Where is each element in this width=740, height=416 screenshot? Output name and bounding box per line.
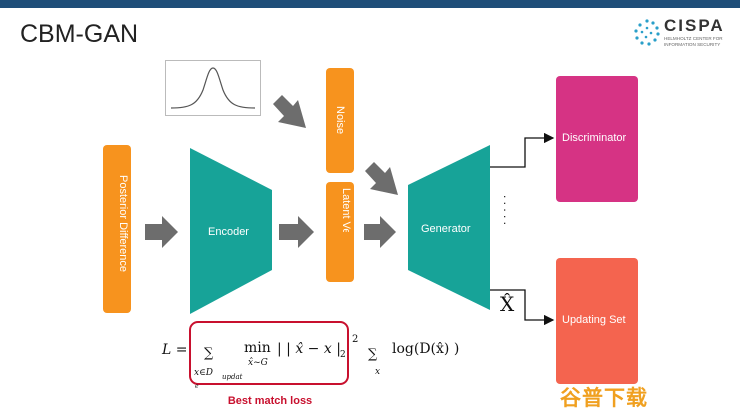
loss-min-sub: x̂~G: [248, 358, 268, 368]
loss-sum2-sub: x: [375, 367, 381, 377]
output-x-hat: X̂: [500, 292, 515, 316]
loss-norm-sup: 2: [352, 334, 359, 345]
loss-sum1: ∑: [204, 346, 214, 361]
watermark-text: 谷普下载: [560, 386, 648, 410]
connector-top: [490, 132, 555, 168]
arrow-noise-generator: [365, 162, 398, 195]
cispa-logo: CISPA HELMHOLTZ CENTER FOR INFORMATION S…: [632, 16, 736, 50]
gaussian-plot: [165, 60, 261, 116]
loss-sum1-sub: x∈D: [194, 368, 213, 378]
arrow-gaussian-noise: [273, 95, 306, 128]
logo-subtitle: HELMHOLTZ CENTER FOR INFORMATION SECURIT…: [664, 36, 723, 47]
slide-title: CBM-GAN: [20, 20, 139, 48]
updating-set-label: Updating Set: [562, 314, 626, 326]
discriminator-box: Discriminator: [556, 76, 638, 202]
loss-sum1-tail: e: [195, 383, 199, 390]
posterior-difference-box: Posterior Difference: [103, 145, 131, 313]
vertical-dots: . . . . .: [502, 195, 514, 226]
loss-min: min: [244, 340, 271, 356]
noise-box: Noise: [326, 68, 354, 173]
loss-lhs: L =: [162, 342, 188, 358]
loss-sum1-subsub: updat: [222, 373, 243, 381]
best-match-loss-caption: Best match loss: [227, 395, 313, 407]
generator-label: Generator: [421, 223, 471, 235]
generator-shape: [408, 145, 490, 310]
cispa-logo-icon: [634, 19, 660, 46]
arrow-posterior-encoder: [145, 216, 178, 248]
encoder-shape: [190, 148, 272, 314]
logo-wordmark: CISPA: [664, 16, 725, 35]
updating-set-box: Updating Set: [556, 258, 638, 384]
loss-sum2: ∑: [368, 347, 378, 362]
gaussian-curve: [170, 67, 256, 109]
connector-bottom: [490, 289, 555, 326]
arrow-encoder-latent: [279, 216, 314, 248]
loss-norm: | | x̂ − x |: [277, 341, 341, 357]
posterior-difference-label: Posterior Difference: [117, 175, 129, 273]
noise-label: Noise: [334, 106, 346, 135]
encoder-label: Encoder: [208, 226, 249, 238]
latent-vector-label: Latent Vector: [340, 188, 352, 232]
latent-vector-box: Latent Vector: [326, 182, 354, 282]
arrow-latent-generator: [364, 216, 396, 248]
discriminator-label: Discriminator: [562, 132, 627, 144]
best-match-highlight: [189, 321, 349, 385]
loss-norm-sub: 2: [340, 350, 346, 360]
slide-top-bar: [0, 0, 740, 8]
loss-log-term: log(D(x̂) ): [392, 341, 460, 357]
